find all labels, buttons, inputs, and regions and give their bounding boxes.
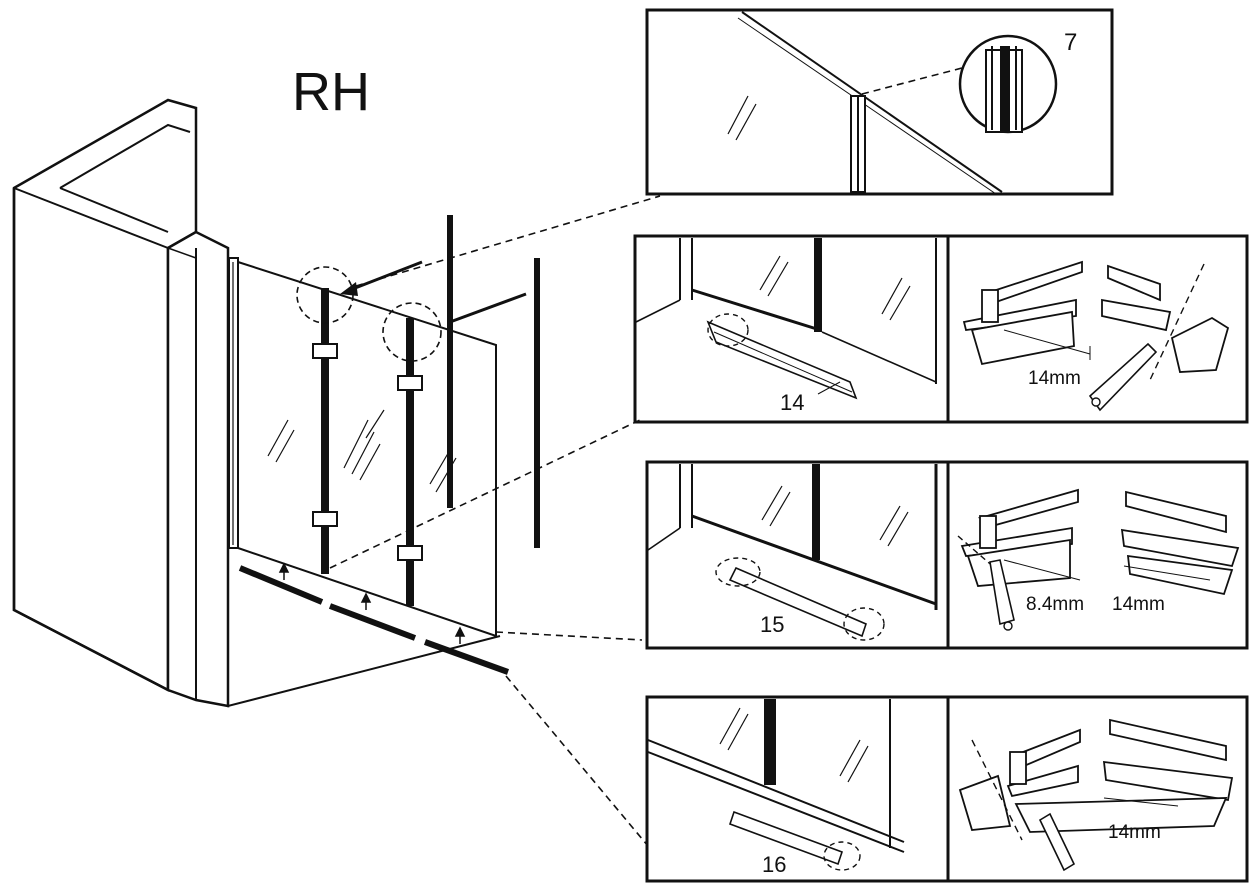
detail-panel-7: 7 bbox=[645, 8, 1114, 196]
callout-15-label: 15 bbox=[760, 612, 784, 637]
orientation-label: RH bbox=[292, 62, 370, 122]
leader-lines bbox=[329, 195, 661, 847]
panel-14-dimension: 14mm bbox=[1028, 368, 1081, 389]
panel-16-dimension: 14mm bbox=[1108, 822, 1161, 843]
detail-panel-15: 15 8.4mm 14mm bbox=[645, 460, 1249, 650]
detail-panel-14: 14 14mm bbox=[633, 234, 1249, 424]
callout-14-label: 14 bbox=[780, 390, 804, 415]
callout-7-label: 7 bbox=[1064, 29, 1077, 56]
wall-illustration bbox=[12, 98, 501, 708]
panel-15-dimension-left: 8.4mm bbox=[1026, 594, 1084, 615]
panel-15-dimension-right: 14mm bbox=[1112, 594, 1165, 615]
screen-assembly: RH bbox=[228, 62, 540, 675]
callout-16-label: 16 bbox=[762, 852, 786, 877]
detail-panel-16: 16 14mm bbox=[645, 695, 1249, 883]
